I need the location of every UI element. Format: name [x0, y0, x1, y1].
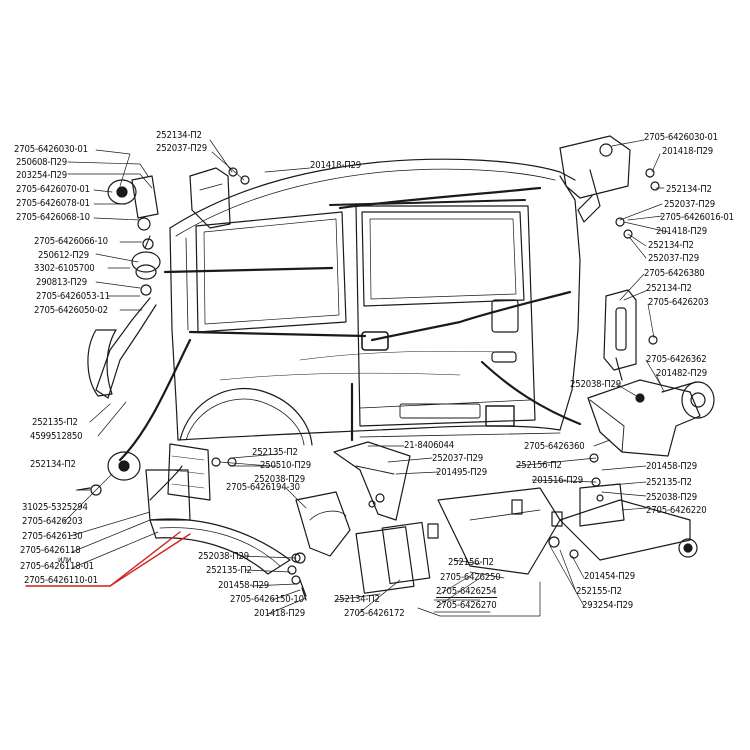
label-252155: 252155-П2: [576, 586, 622, 597]
label-252134-right-2: 252134-П2: [648, 240, 694, 251]
label-203254: 203254-П29: [16, 170, 68, 181]
rear-upper-roller-bracket-part: [559, 135, 660, 239]
label-252135-bottom: 252135-П2: [206, 565, 252, 576]
label-2705-6426130: 2705-6426130: [22, 531, 83, 542]
label-252038-lower: 252038-П29: [254, 474, 306, 485]
label-2705-6426070-01: 2705-6426070-01: [16, 184, 90, 195]
label-201454: 201454-П29: [584, 571, 636, 582]
leader-lines: [63, 139, 669, 617]
lower-rear-arm-part: [427, 453, 698, 575]
label-252156-upper: 252156-П2: [516, 460, 562, 471]
label-3302-6105700: 3302-6105700: [34, 263, 95, 274]
lower-track-plate-part: [145, 443, 291, 575]
label-2705-6426030-01-left: 2705-6426030-01: [14, 144, 88, 155]
label-252134-bottom: 252134-П2: [334, 594, 380, 605]
rear-lock-striker-part: [603, 289, 658, 381]
label-2705-6426053-11: 2705-6426053-11: [36, 291, 110, 302]
label-252134-right-1: 252134-П2: [666, 184, 712, 195]
upper-bracket-part: [189, 167, 250, 229]
label-252038-right-lower: 252038-П29: [646, 492, 698, 503]
label-201418-right-1: 201418-П29: [662, 146, 714, 157]
label-252135-right: 252135-П2: [646, 477, 692, 488]
rear-hinge-block-part: [587, 379, 715, 457]
label-252134-right-3: 252134-П2: [646, 283, 692, 294]
label-252156-lower: 252156-П2: [448, 557, 494, 568]
lower-center-latch-part: [287, 441, 431, 597]
label-2705-6426194-30: 2705-6426194-30: [226, 482, 300, 493]
label-2705-6426362: 2705-6426362: [646, 354, 707, 365]
label-2705-6426254: 2705-6426254: [436, 586, 497, 598]
label-2705-6426203-left: 2705-6426203: [22, 516, 83, 527]
label-2705-6426220: 2705-6426220: [646, 505, 707, 516]
label-2705-6426118-01: 2705-6426118-01: [20, 561, 94, 572]
label-ili: или: [58, 555, 72, 564]
highlight-leaders: [25, 531, 191, 587]
label-21-8406044: 21-8406044: [404, 440, 455, 451]
label-2705-6426078-01: 2705-6426078-01: [16, 198, 90, 209]
label-2705-6426250: 2705-6426250: [440, 572, 501, 583]
label-2705-6426068-10: 2705-6426068-10: [16, 212, 90, 223]
label-2705-6426360: 2705-6426360: [524, 441, 585, 452]
label-252038-bottom: 252038-П29: [198, 551, 250, 562]
label-252037-lower: 252037-П29: [432, 453, 484, 464]
label-252135-lower: 252135-П2: [252, 447, 298, 458]
upper-front-roller-part: [107, 175, 159, 231]
label-252037-right-2: 252037-П29: [648, 253, 700, 264]
label-252037-right-1: 252037-П29: [664, 199, 716, 210]
label-250608: 250608-П29: [16, 157, 68, 168]
label-2705-6426050-02: 2705-6426050-02: [34, 305, 108, 316]
label-2705-6426110-01: 2705-6426110-01: [24, 575, 98, 586]
label-201458-bottom: 201458-П29: [218, 580, 270, 591]
label-2705-6426016-01: 2705-6426016-01: [660, 212, 734, 223]
label-4599512850: 4599512850: [30, 431, 83, 442]
label-2705-6426203-right: 2705-6426203: [648, 297, 709, 308]
label-252037-top: 252037-П29: [156, 143, 208, 154]
track-arrows: [118, 186, 582, 501]
mid-hinge-arm-part: [87, 235, 161, 399]
label-252038-right: 252038-П29: [570, 379, 622, 390]
label-201458-right: 201458-П29: [646, 461, 698, 472]
label-2705-6426380: 2705-6426380: [644, 268, 705, 279]
label-252135-left: 252135-П2: [32, 417, 78, 428]
label-201482: 201482-П29: [656, 368, 708, 379]
van-body-drawing: [169, 158, 581, 446]
label-2705-6426118: 2705-6426118: [20, 545, 81, 556]
label-252134-lower-left: 252134-П2: [30, 459, 76, 470]
label-201418-top: 201418-П29: [310, 160, 362, 171]
lower-left-roller-part: [77, 451, 141, 496]
label-290813: 290813-П29: [36, 277, 88, 288]
label-201516: 201516-П29: [532, 475, 584, 486]
label-201495: 201495-П29: [436, 467, 488, 478]
label-250510: 250510-П29: [260, 460, 312, 471]
label-2705-6426150-10: 2705-6426150-10: [230, 594, 304, 605]
label-201418-bottom: 201418-П29: [254, 608, 306, 619]
label-252134-top: 252134-П2: [156, 130, 202, 141]
label-2705-6426270: 2705-6426270: [436, 600, 497, 611]
label-250612: 250612-П29: [38, 250, 90, 261]
label-293254-bottom: 293254-П29: [582, 600, 634, 611]
label-2705-6426066-10: 2705-6426066-10: [34, 236, 108, 247]
label-201418-right-2: 201418-П29: [656, 226, 708, 237]
label-31025-5325294: 31025-5325294: [22, 502, 88, 513]
label-2705-6426172: 2705-6426172: [344, 608, 405, 619]
label-2705-6426030-01-right: 2705-6426030-01: [644, 132, 718, 143]
